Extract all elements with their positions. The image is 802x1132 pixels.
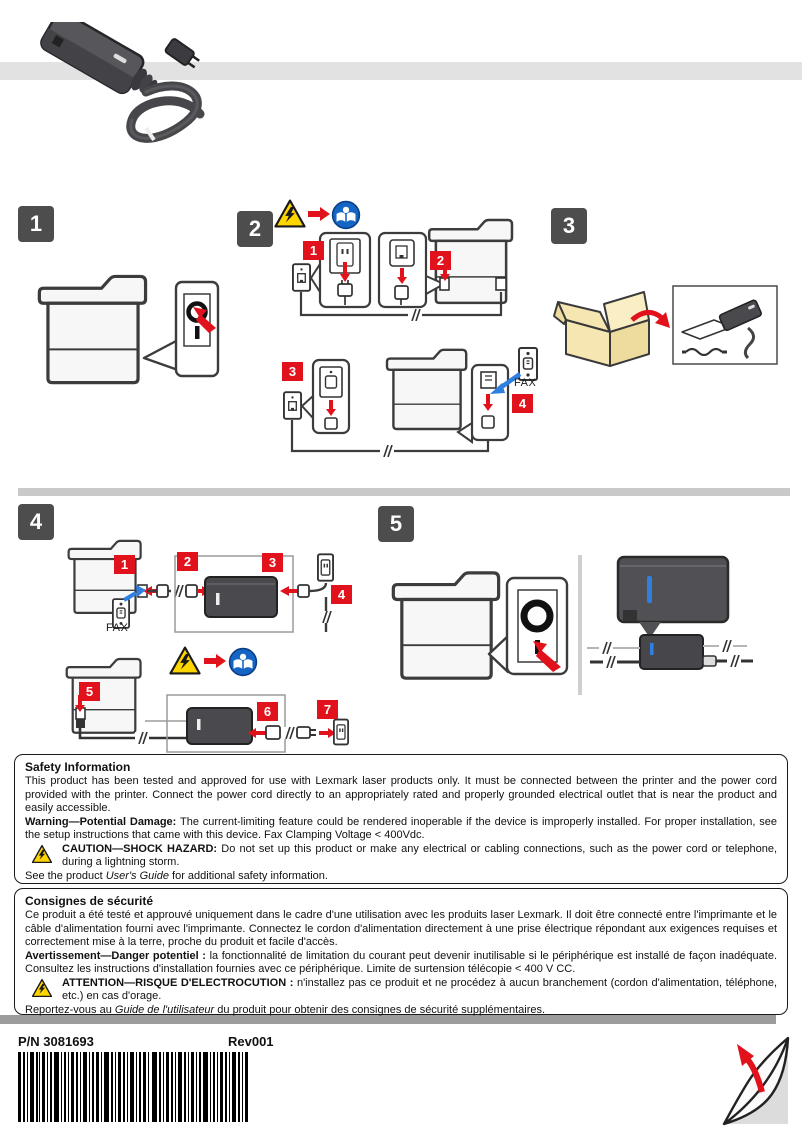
- safety-information-box-fr: Consignes de sécurité Ce produit a été t…: [14, 888, 788, 1016]
- bottom-gray-band: [0, 1015, 776, 1024]
- power-adapter-icon: [204, 576, 278, 618]
- safety-information-box-en: Safety Information This product has been…: [14, 754, 788, 884]
- fax-label: FAX: [106, 622, 129, 634]
- red-arrow-power-on: [533, 641, 547, 653]
- safety-body-fr: Ce produit a été testé et approuvé uniqu…: [25, 909, 777, 948]
- red-arrow-turn-page: [737, 1044, 754, 1066]
- shock-warning-icon: [274, 199, 306, 228]
- step-5-illustration-power-on: [391, 555, 753, 695]
- callout-badge-3: 3: [262, 553, 283, 572]
- red-arrow-unpack: [655, 312, 670, 328]
- callout-badge-7: 7: [317, 700, 338, 719]
- callout-badge-5: 5: [79, 682, 100, 701]
- phone-outlet-icon: [317, 553, 334, 582]
- middle-divider-band: [18, 488, 790, 496]
- shock-hazard-icon: [31, 977, 53, 998]
- part-number: P/N 3081693: [18, 1034, 94, 1049]
- blue-arrow-fax: [136, 585, 146, 597]
- step-5-number: 5: [389, 511, 403, 536]
- power-adapter-illustration: [40, 22, 205, 143]
- safety-caution-en: CAUTION—SHOCK HAZARD: Do not set up this…: [25, 843, 777, 870]
- page-turn-icon: [722, 1036, 790, 1126]
- step-5-badge: 5: [378, 506, 414, 542]
- safety-title-en: Safety Information: [25, 760, 131, 774]
- shock-hazard-icon: [31, 843, 53, 864]
- power-adapter-icon: [186, 707, 253, 745]
- callout-badge-4: 4: [331, 585, 352, 604]
- step-2-number: 2: [248, 216, 262, 241]
- callout-badge-1: 1: [303, 241, 324, 260]
- fax-wall-plate-icon: [518, 347, 538, 381]
- adapter-zoom-view: [616, 555, 730, 624]
- read-manual-icon: [331, 200, 361, 230]
- vertical-divider: [578, 555, 582, 695]
- safety-see-en: See the product User's Guide for additio…: [25, 869, 328, 882]
- callout-badge-1: 1: [114, 555, 135, 574]
- shock-warning-icon: [169, 646, 201, 675]
- step-1-badge: 1: [18, 206, 54, 242]
- top-gray-band: [0, 62, 802, 80]
- power-plug-icon: [296, 726, 316, 739]
- step-3-illustration-unpack-box: [553, 285, 778, 367]
- read-manual-icon: [228, 647, 258, 677]
- red-arrow-power-off: [193, 307, 207, 318]
- step-2-badge: 2: [237, 211, 273, 247]
- step-4-badge: 4: [18, 504, 54, 540]
- blue-led-indicator: [650, 643, 654, 655]
- callout-badge-3: 3: [282, 362, 303, 381]
- callout-badge-2: 2: [430, 251, 451, 270]
- power-outlet-icon: [333, 718, 349, 746]
- blue-led-indicator: [647, 576, 652, 603]
- safety-title-fr: Consignes de sécurité: [25, 894, 154, 908]
- safety-caution-fr: ATTENTION—RISQUE D'ELECTROCUTION : n'ins…: [25, 977, 777, 1004]
- safety-body-en: This product has been tested and approve…: [25, 775, 777, 814]
- step-1-illustration-power-off: [37, 274, 220, 385]
- step-3-badge: 3: [551, 208, 587, 244]
- step-2-illustration-phone-line: [274, 199, 538, 457]
- revision: Rev001: [228, 1034, 274, 1049]
- step-1-number: 1: [29, 211, 43, 236]
- barcode: [18, 1052, 248, 1122]
- red-arrow-icon: [308, 207, 330, 221]
- step-3-number: 3: [562, 213, 576, 238]
- safety-warning-en: Warning—Potential Damage: The current-li…: [25, 815, 777, 842]
- cable-icon: [685, 347, 723, 357]
- callout-badge-6: 6: [257, 702, 278, 721]
- safety-see-fr: Reportez-vous au Guide de l'utilisateur …: [25, 1003, 546, 1016]
- power-adapter-icon: [639, 634, 704, 670]
- safety-warning-fr: Avertissement—Danger potentiel : la fonc…: [25, 949, 777, 976]
- blue-arrow-fax: [490, 383, 505, 394]
- step-4-number: 4: [29, 509, 43, 534]
- callout-badge-4: 4: [512, 394, 533, 413]
- adapter-in-box-icon: [718, 299, 762, 332]
- callout-badge-2: 2: [177, 552, 198, 571]
- fax-label: FAX: [514, 377, 537, 389]
- step-4-illustration-connections: [65, 539, 349, 753]
